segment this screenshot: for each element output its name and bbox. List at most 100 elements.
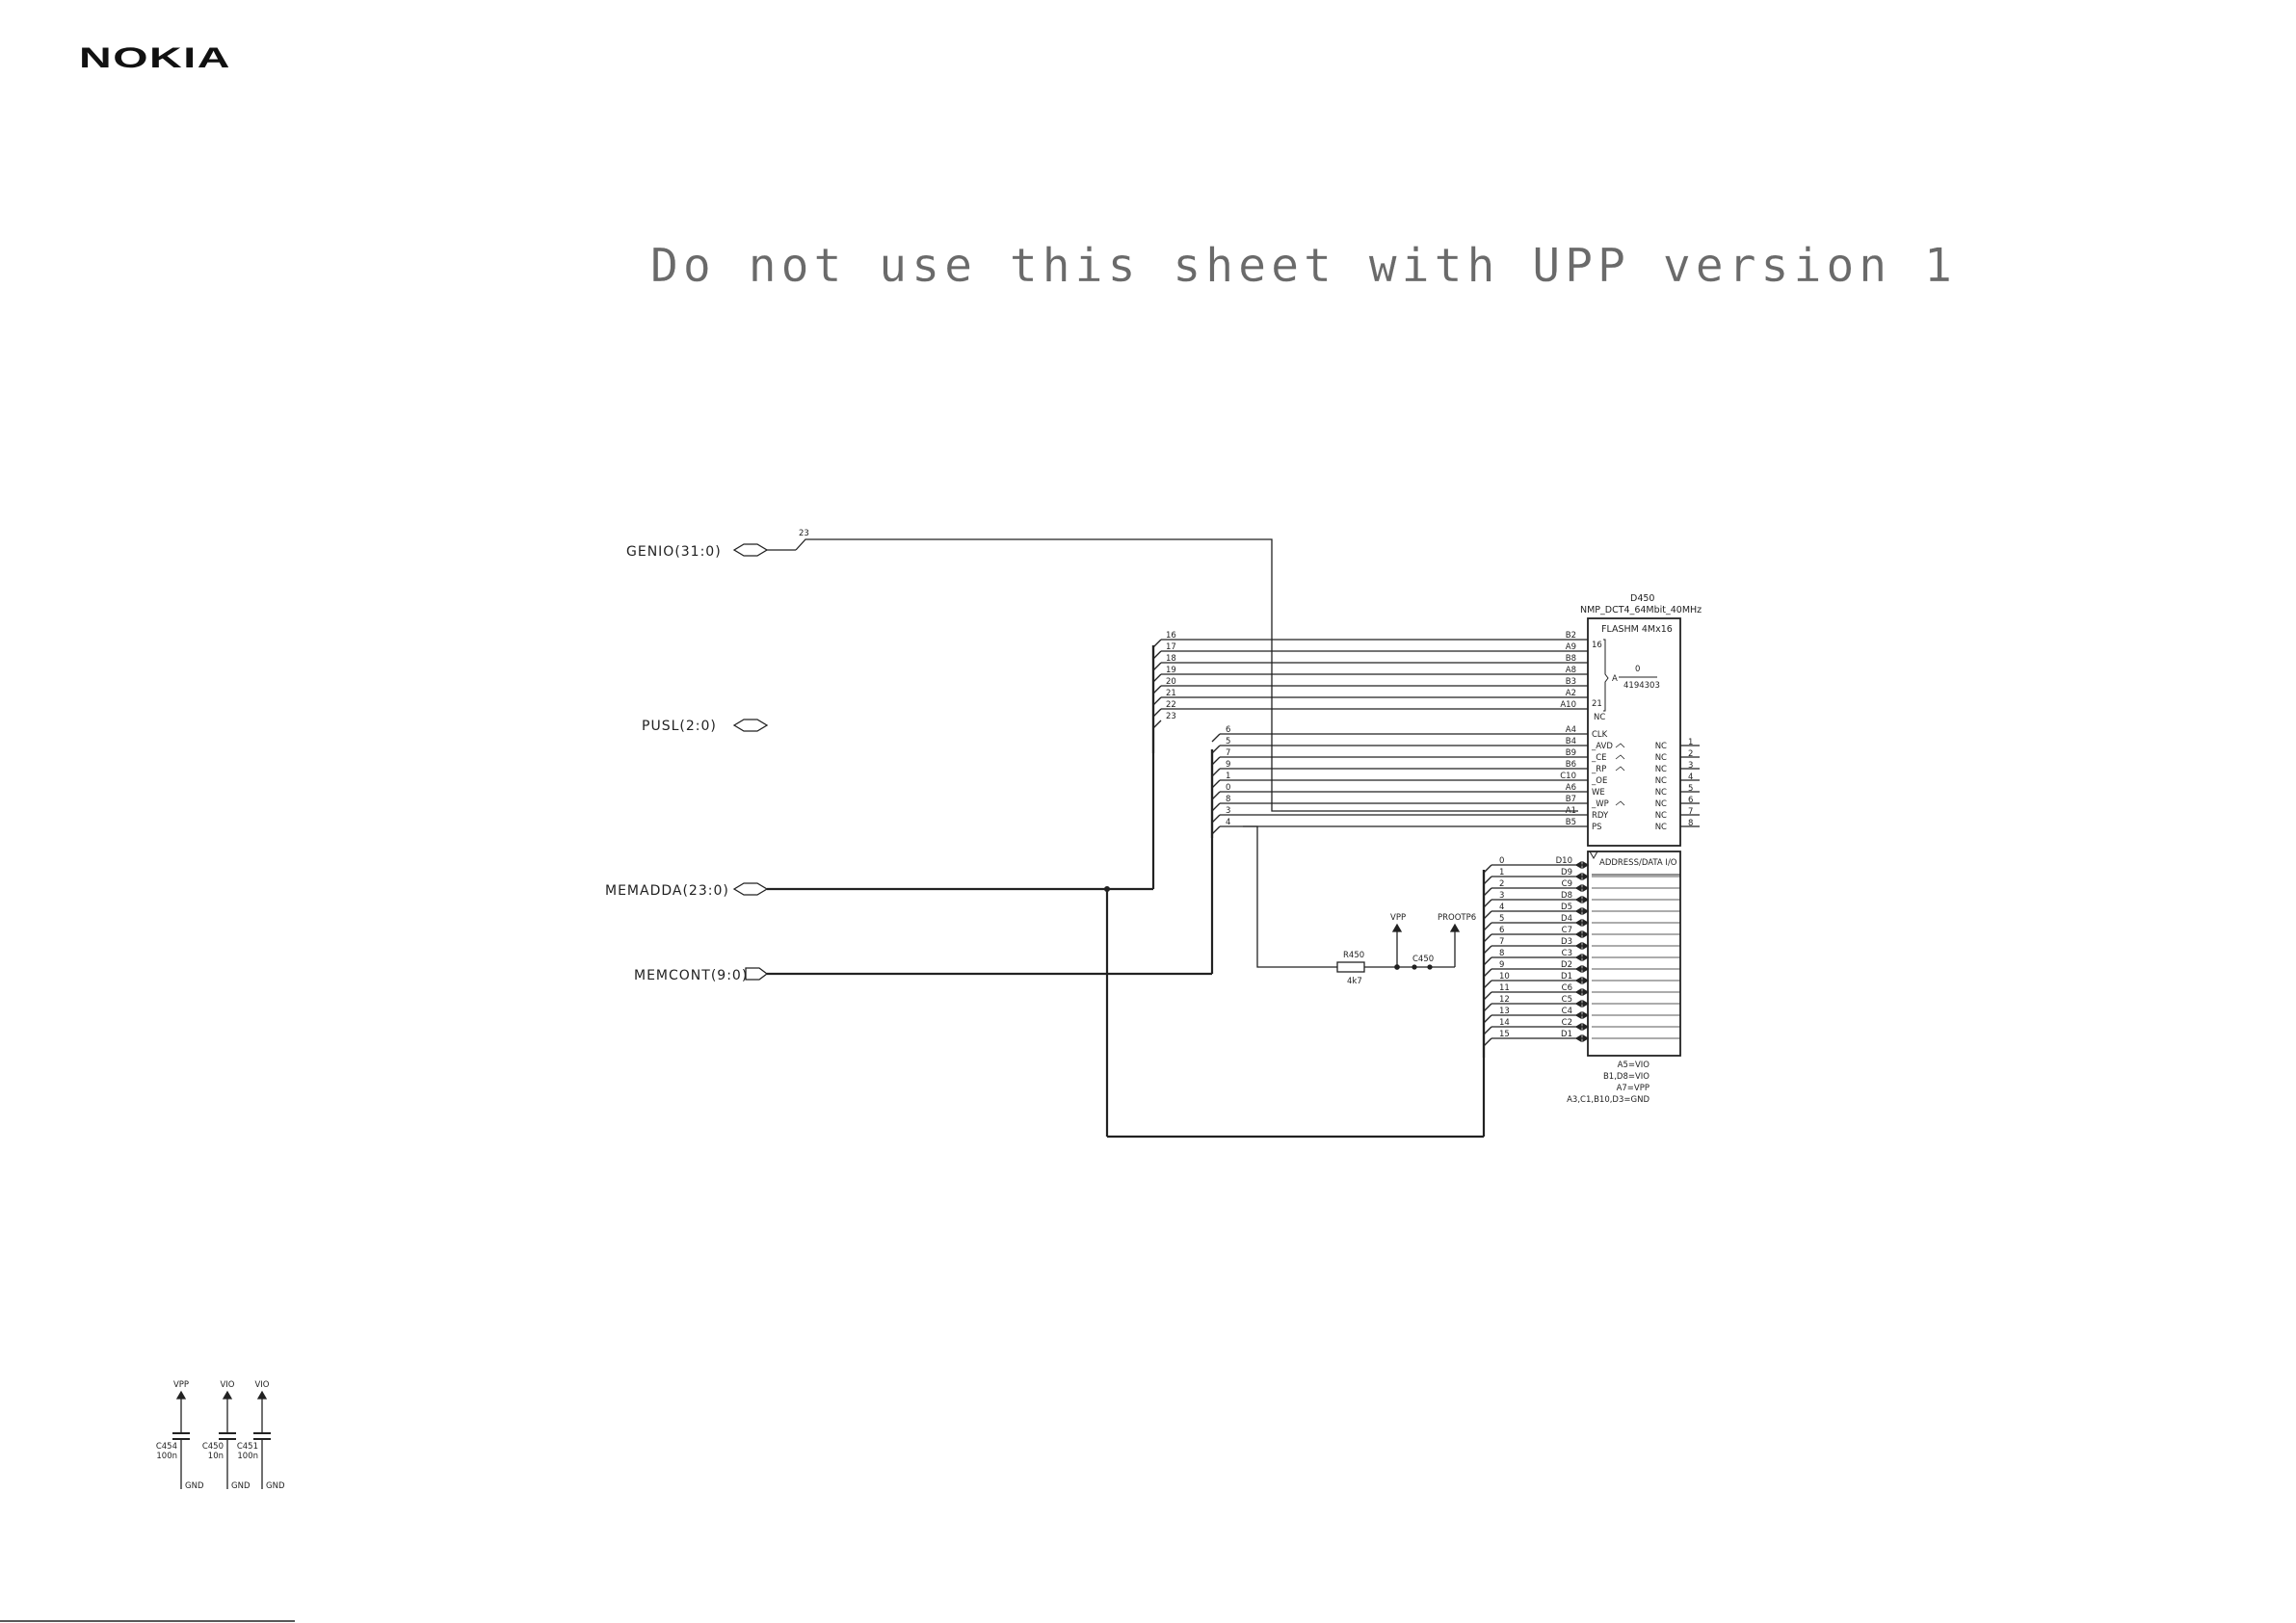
chip-range-start: 16 [1592,641,1602,650]
bus-bit-label: 15 [1499,1030,1510,1039]
bus-bit-label: 12 [1499,995,1510,1005]
bus-entry [1483,887,1492,897]
io-arrow [1582,860,1590,870]
io-arrow [1582,929,1590,939]
capacitor-supply: VIO [254,1380,269,1390]
capacitor-ref: C451 [237,1442,258,1452]
bus-entry [1483,922,1492,931]
io-arrow [1582,941,1590,951]
io-arrow [1574,883,1582,893]
io-arrow [1582,883,1590,893]
chip-power-note: A7=VPP [1617,1084,1649,1093]
io-arrow [1582,906,1590,916]
chip-body-upper [1587,617,1681,847]
bus-bit-label: 4 [1499,903,1504,912]
bus-bit-label: 13 [1499,1007,1510,1016]
bus-bit-label: 14 [1499,1018,1510,1028]
chip-pin-label: C3 [1562,949,1572,958]
chip-signal-label: CLK [1592,730,1608,740]
chip-ref: D450 [1630,593,1654,604]
chip-pin-label: C2 [1562,1018,1572,1028]
bus-entry [1152,673,1162,683]
bus-entry [1483,1014,1492,1024]
io-arrow [1574,895,1582,904]
chip-nc-number: 5 [1688,784,1693,794]
io-arrow [1582,976,1590,985]
bus-bit-label: 17 [1166,642,1176,652]
chip-pin-label: A1 [1566,806,1576,816]
chip-signal-label: _WP [1591,799,1609,809]
bus-bit-label: 1 [1226,772,1230,781]
bus-bit-label: 8 [1226,795,1230,804]
nokia-logo: NOKIA [79,42,231,71]
capacitor-value: 10n [208,1452,224,1461]
chip-pin-label: D1 [1561,972,1572,982]
chip-type: FLASHM 4Mx16 [1601,624,1673,635]
port-symbol [732,543,769,557]
io-arrow [1582,1022,1590,1032]
chip-nc-number: 3 [1688,761,1693,771]
bus-bit-label: 19 [1166,666,1176,675]
chip-nc-label: NC [1655,788,1667,798]
bus-entry [1211,814,1221,824]
io-arrow [1574,872,1582,881]
port-label: MEMCONT(9:0) [634,968,748,983]
port-label: PUSL(2:0) [642,719,717,734]
io-arrow [1582,999,1590,1008]
chip-pin-label: B6 [1566,760,1576,770]
bus-entry [1152,639,1162,648]
bus-entry [1152,650,1162,660]
chip-pin-label: C10 [1560,772,1576,781]
bus-entry [1483,876,1492,885]
chip-signal-label: WE [1592,788,1605,798]
io-arrow [1582,953,1590,962]
resistor-body [1336,961,1365,973]
port-memcont: MEMCONT(9:0) [634,749,1214,983]
bus-entry [1483,956,1492,966]
bus-entry [1483,1037,1492,1047]
chip-nc-number: 6 [1688,796,1693,805]
io-arrow [1574,929,1582,939]
chip-data-label: ADDRESS/DATA I/O [1599,858,1677,868]
testpoint-vpp: VPP [1390,913,1406,923]
chip-nc-label: NC [1655,753,1667,763]
bus-bit-label: 1 [1499,868,1504,877]
chip-signal-label: _RP [1591,765,1606,774]
supply-arrow [256,1390,268,1400]
chip-pin-label: B3 [1566,677,1576,687]
bus-entry [1152,708,1162,718]
chip-pin-label: A10 [1560,700,1576,710]
bus-bit-label: 6 [1226,725,1230,735]
chip-pin-label: A9 [1566,642,1576,652]
io-arrow [1574,1010,1582,1020]
chip-nc-label: NC [1655,823,1667,832]
chip-pin-label: B8 [1566,654,1576,664]
chip-pin-label: D2 [1561,960,1572,970]
chip-pin-label: A4 [1566,725,1576,735]
bus-bit-label: 23 [799,529,809,538]
io-arrow [1574,860,1582,870]
chip-signal-label: _CE [1591,753,1607,763]
capacitor-value: 100n [237,1452,258,1461]
chip-addr-label: A [1612,674,1618,684]
bus-bit-label: 7 [1499,937,1504,947]
capacitor-ground: GND [231,1481,251,1491]
supply-arrow [222,1390,233,1400]
chip-addr-low: 0 [1635,665,1640,674]
chip-nc-number: 8 [1688,819,1693,828]
io-arrow [1582,987,1590,997]
chip-part: NMP_DCT4_64Mbit_40MHz [1580,605,1702,615]
nokia-logo-text: NOKIA [79,42,231,71]
active-low-mark [1615,800,1625,806]
bus-bit-label: 4 [1226,818,1230,827]
io-arrow [1574,1022,1582,1032]
port-pusl: PUSL(2:0) [642,719,769,734]
bus-bit-label: 3 [1499,891,1504,901]
chip-pin-label: B4 [1566,737,1576,746]
